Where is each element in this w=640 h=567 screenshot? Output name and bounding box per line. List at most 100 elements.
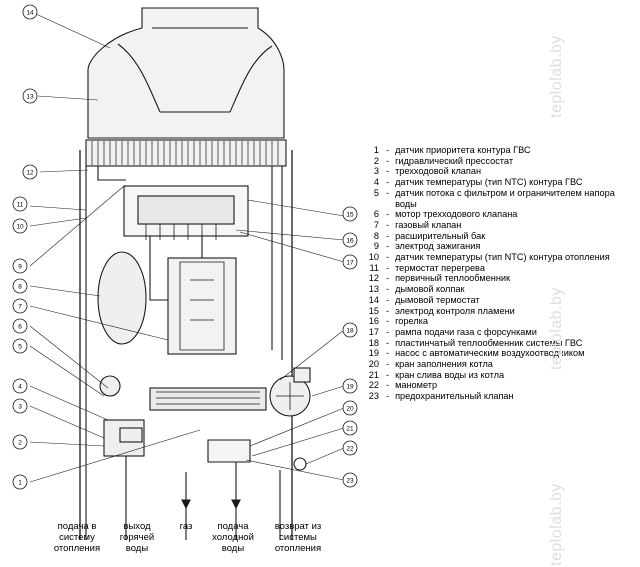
legend-dash: -: [386, 209, 390, 220]
callout-label: 4: [18, 384, 22, 391]
legend-text: манометр: [395, 380, 438, 391]
expansion-tank: [97, 251, 147, 345]
legend-item: 20-кран заполнения котла: [366, 359, 628, 370]
callout-label: 13: [26, 94, 34, 101]
legend-dash: -: [386, 155, 390, 166]
legend-item: 13-дымовой колпак: [366, 284, 628, 295]
legend-number: 2: [373, 155, 379, 166]
legend-item: 3-трехходовой клапан: [366, 166, 628, 177]
legend-number: 18: [368, 337, 379, 348]
three-way-valve: [103, 419, 145, 457]
legend-number: 23: [368, 391, 379, 402]
legend-dash: -: [386, 369, 390, 380]
connection-heating-supply: подача в систему отопления: [53, 521, 101, 554]
legend-text: насос с автоматическим воздухоотводчиком: [395, 348, 585, 359]
legend-dash: -: [386, 187, 390, 198]
legend-dash: -: [386, 273, 390, 284]
legend-dash: -: [386, 294, 390, 305]
legend-item: 23-предохранительный клапан: [366, 391, 628, 402]
legend-dash: -: [386, 284, 390, 295]
legend-item: 10-датчик температуры (тип NTC) контура …: [366, 252, 628, 263]
legend-item: 21-кран слива воды из котла: [366, 370, 628, 381]
legend-item: 1-датчик приоритета контура ГВС: [366, 145, 628, 156]
legend-number: 5: [373, 187, 379, 198]
legend-dash: -: [386, 348, 390, 359]
callout-label: 2: [18, 440, 22, 447]
callout-label: 9: [18, 264, 22, 271]
legend-dash: -: [386, 359, 390, 370]
connection-heating-return: возврат из системы отопления: [274, 521, 322, 554]
connection-gas: газ: [179, 521, 193, 532]
legend-number: 7: [373, 219, 379, 230]
legend-item: 6-мотор трехходового клапана: [366, 209, 628, 220]
legend-number: 8: [373, 230, 379, 241]
legend-item: 7-газовый клапан: [366, 220, 628, 231]
callout-label: 1: [18, 480, 22, 487]
legend-dash: -: [386, 316, 390, 327]
callout-label: 6: [18, 324, 22, 331]
legend-number: 4: [373, 177, 379, 188]
plate-heat-exchanger: [149, 387, 267, 411]
legend-text: датчик приоритета контура ГВС: [395, 145, 531, 155]
callout-label: 19: [346, 384, 354, 391]
legend-text: дымовой колпак: [395, 284, 465, 295]
callout-label: 3: [18, 404, 22, 411]
callout-label: 12: [26, 170, 34, 177]
legend-number: 22: [368, 380, 379, 391]
legend-text: гидравлический прессостат: [395, 155, 514, 166]
legend-dash: -: [386, 305, 390, 316]
legend-item: 12-первичный теплообменник: [366, 273, 628, 284]
legend-number: 1: [373, 145, 379, 155]
connection-cold-water-in: подача холодной воды: [212, 521, 254, 554]
manometer: [293, 457, 307, 471]
legend-item: 17-рампа подачи газа с форсунками: [366, 327, 628, 338]
legend-number: 6: [373, 209, 379, 220]
legend-number: 21: [368, 369, 379, 380]
legend-text: мотор трехходового клапана: [395, 209, 518, 220]
legend-text: электрод контроля пламени: [395, 305, 515, 316]
legend-text: горелка: [395, 316, 428, 327]
legend-text: кран слива воды из котла: [395, 369, 505, 380]
legend-item: 18-пластинчатый теплообменник системы ГВ…: [366, 338, 628, 349]
legend-item: 14-дымовой термостат: [366, 295, 628, 306]
legend-text: датчик температуры (тип NTC) контура ото…: [395, 252, 610, 263]
legend-text: рампа подачи газа с форсунками: [395, 326, 537, 337]
callout-label: 23: [346, 478, 354, 485]
legend-dash: -: [386, 337, 390, 348]
watermark-top: teplolab.by: [548, 35, 565, 118]
callout-label: 8: [18, 284, 22, 291]
flue-hood: [87, 7, 285, 139]
legend-item: 19-насос с автоматическим воздухоотводчи…: [366, 348, 628, 359]
legend-dash: -: [386, 145, 390, 155]
callout-label: 18: [346, 328, 354, 335]
legend-number: 20: [368, 359, 379, 370]
callout-label: 5: [18, 344, 22, 351]
legend-text: кран заполнения котла: [395, 359, 493, 370]
legend-number: 10: [368, 252, 379, 263]
legend-dash: -: [386, 326, 390, 337]
primary-heat-exchanger: [85, 139, 287, 167]
watermark-middle: teplolab.by: [548, 287, 565, 370]
callout-label: 20: [346, 406, 354, 413]
legend-number: 16: [368, 316, 379, 327]
legend-number: 15: [368, 305, 379, 316]
legend-number: 12: [368, 273, 379, 284]
legend-item: 16-горелка: [366, 316, 628, 327]
connection-hot-water-out: выход горячей воды: [119, 521, 155, 554]
callout-label: 7: [18, 304, 22, 311]
legend-dash: -: [386, 166, 390, 177]
legend-dash: -: [386, 262, 390, 273]
legend-number: 13: [368, 284, 379, 295]
legend-text: первичный теплообменник: [395, 273, 511, 284]
legend-item: 15-электрод контроля пламени: [366, 306, 628, 317]
callout-label: 14: [26, 10, 34, 17]
legend-text: датчик потока с фильтром и ограничителем…: [395, 187, 615, 209]
legend-item: 4-датчик температуры (тип NTC) контура Г…: [366, 177, 628, 188]
callout-label: 22: [346, 446, 354, 453]
legend-text: электрод зажигания: [395, 241, 481, 252]
legend-number: 14: [368, 294, 379, 305]
legend-number: 11: [369, 262, 379, 273]
legend-number: 3: [373, 166, 379, 177]
